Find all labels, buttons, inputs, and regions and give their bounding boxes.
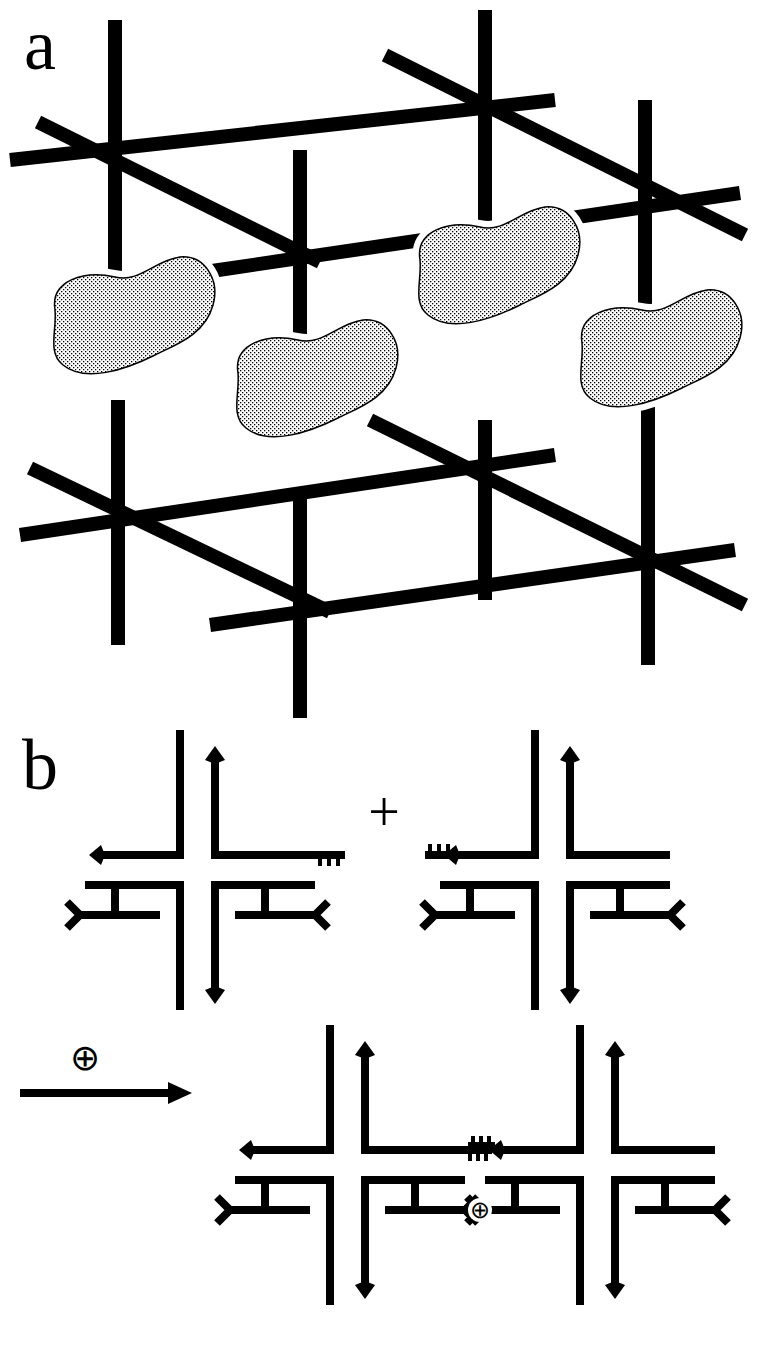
panel-letter: b xyxy=(22,729,58,801)
cation-symbol: ⊕ xyxy=(70,1040,100,1076)
panel-letter: a xyxy=(24,9,56,81)
cation-symbol: ⊕ xyxy=(468,1198,492,1222)
protein-blobs xyxy=(54,207,742,437)
plus-sign: + xyxy=(368,784,400,840)
dna-junctions xyxy=(20,730,728,1305)
lattice xyxy=(10,10,745,718)
